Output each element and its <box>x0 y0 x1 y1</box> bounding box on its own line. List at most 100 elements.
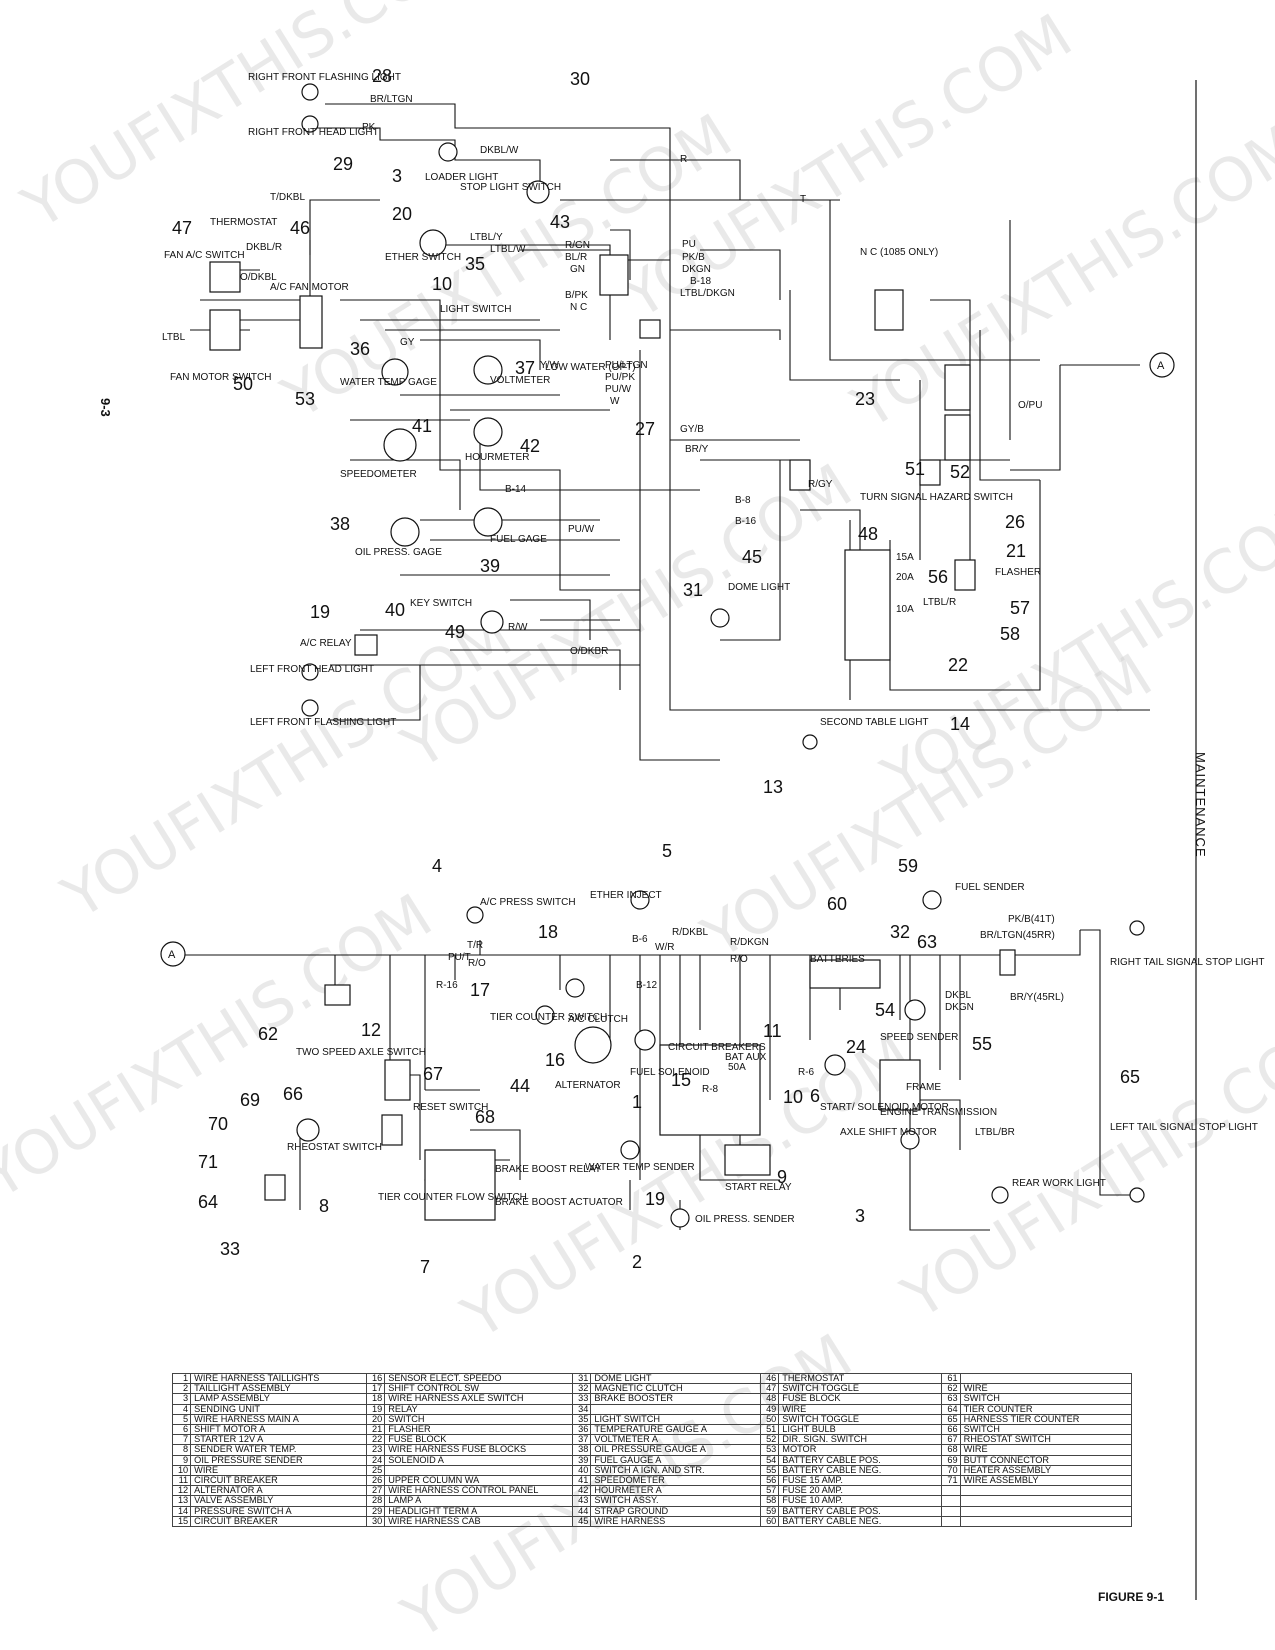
wire-label: B-14 <box>505 484 527 495</box>
label-key-switch: KEY SWITCH <box>410 598 472 609</box>
wire-label: B-16 <box>735 516 757 527</box>
callout: 8 <box>319 1196 329 1216</box>
wire-label: 50A <box>728 1062 746 1073</box>
label-loader-light: LOADER LIGHT <box>425 172 498 183</box>
wire-label: BAT AUX <box>725 1052 767 1063</box>
wire-label: PU/W <box>568 524 595 535</box>
legend-number: 27 <box>366 1485 386 1497</box>
wire-label: R <box>680 154 687 165</box>
label-ether-switch: ETHER SWITCH <box>385 252 461 263</box>
legend-number: 8 <box>171 1444 192 1456</box>
label-axle-shift-motor: AXLE SHIFT MOTOR <box>840 1127 937 1138</box>
connector-a-left: A <box>168 949 176 961</box>
wire-label: DKGN <box>945 1002 974 1013</box>
label-brake-boost-relay: BRAKE BOOST RELAY <box>495 1164 602 1175</box>
page-number: 9-3 <box>98 398 113 417</box>
wire-label: BR/LTGN(45RR) <box>980 930 1055 941</box>
wire-label: GY <box>400 337 415 348</box>
legend-text <box>959 1515 1133 1528</box>
legend-number: 40 <box>572 1464 592 1477</box>
legend-text: WIRE <box>959 1444 1133 1456</box>
callout: 43 <box>550 212 570 232</box>
callout: 10 <box>783 1087 803 1107</box>
legend-number: 7 <box>171 1434 192 1446</box>
wire-label: BR/Y <box>685 444 709 455</box>
wire-label: BL/R <box>565 252 587 263</box>
legend-text: THERMOSTAT <box>778 1372 943 1385</box>
callout: 63 <box>917 932 937 952</box>
legend-number: 2 <box>171 1383 192 1395</box>
legend-text: LAMP ASSEMBLY <box>190 1393 368 1405</box>
callout: 49 <box>445 622 465 642</box>
label-two-speed-axle: TWO SPEED AXLE SWITCH <box>296 1047 426 1058</box>
callout: 52 <box>950 462 970 482</box>
callout: 6 <box>810 1086 820 1106</box>
legend-number: 21 <box>366 1424 386 1436</box>
callout: 10 <box>432 274 452 294</box>
legend-number: 26 <box>366 1475 386 1487</box>
wire-label: T/R <box>467 940 483 951</box>
legend-text: CIRCUIT BREAKER <box>190 1515 368 1528</box>
wire-label: DKBL <box>945 990 972 1001</box>
wire-label: W <box>610 396 620 407</box>
callout: 2 <box>632 1252 642 1272</box>
wire-label: B-8 <box>735 495 751 506</box>
wire-label: GN <box>570 264 585 275</box>
wire-label: PK <box>362 122 376 133</box>
legend-text: UPPER COLUMN WA <box>384 1475 574 1487</box>
label-ac-relay: A/C RELAY <box>300 638 352 649</box>
legend-text: BATTERY CABLE NEG. <box>778 1464 943 1477</box>
legend-number: 42 <box>572 1485 592 1497</box>
legend-text: SWITCH <box>384 1413 574 1426</box>
legend-text: RHEOSTAT SWITCH <box>959 1434 1133 1446</box>
legend-number: 62 <box>941 1383 961 1395</box>
component-labels: RIGHT FRONT FLASHING LIGHT RIGHT FRONT H… <box>164 72 1265 1225</box>
callout: 71 <box>198 1152 218 1172</box>
callout: 60 <box>827 894 847 914</box>
legend-text: SENDER WATER TEMP. <box>190 1444 368 1456</box>
wire-label: DKGN <box>682 264 711 275</box>
legend-text: SENDING UNIT <box>190 1403 368 1415</box>
callout: 38 <box>330 514 350 534</box>
label-fuel-solenoid: FUEL SOLENOID <box>630 1067 710 1078</box>
callout: 56 <box>928 567 948 587</box>
wire-label: DKBL/W <box>480 145 519 156</box>
legend-number: 24 <box>366 1454 386 1466</box>
legend-number: 46 <box>760 1372 780 1385</box>
wire-label: R/GN <box>565 240 590 251</box>
legend-text: SWITCH TOGGLE <box>778 1383 943 1395</box>
legend-text: WIRE HARNESS <box>590 1515 762 1528</box>
legend-text: ALTERNATOR A <box>190 1485 368 1497</box>
legend-number: 5 <box>171 1413 192 1426</box>
legend-text: VALVE ASSEMBLY <box>190 1495 368 1507</box>
legend-text: WIRE HARNESS CAB <box>384 1515 574 1528</box>
legend-number: 71 <box>941 1475 961 1487</box>
callout: 68 <box>475 1107 495 1127</box>
wire-label: PU/LTGN <box>605 360 648 371</box>
legend-text: PRESSURE SWITCH A <box>190 1505 368 1517</box>
legend-text <box>959 1485 1133 1497</box>
callout: 47 <box>172 218 192 238</box>
label-turn-signal: TURN SIGNAL HAZARD SWITCH <box>860 492 1013 503</box>
legend-number: 28 <box>366 1495 386 1507</box>
legend-text: SWITCH ASSY. <box>590 1495 762 1507</box>
callout: 19 <box>645 1189 665 1209</box>
callout: 26 <box>1005 512 1025 532</box>
label-fuel-sender: FUEL SENDER <box>955 882 1025 893</box>
legend-number: 39 <box>572 1454 592 1466</box>
legend-text: FUSE 10 AMP. <box>778 1495 943 1507</box>
legend-text: HARNESS TIER COUNTER <box>959 1413 1133 1426</box>
callout: 59 <box>898 856 918 876</box>
wire-label: GY/B <box>680 424 704 435</box>
label-thermostat: THERMOSTAT <box>210 217 277 228</box>
legend-text: OIL PRESSURE SENDER <box>190 1454 368 1466</box>
legend-number: 6 <box>171 1424 192 1436</box>
legend-number: 18 <box>366 1393 386 1405</box>
legend-text: SWITCH A IGN. AND STR. <box>590 1464 762 1477</box>
callout: 67 <box>423 1064 443 1084</box>
legend-number: 45 <box>572 1515 592 1528</box>
legend-number: 47 <box>760 1383 780 1395</box>
callout: 21 <box>1006 541 1026 561</box>
